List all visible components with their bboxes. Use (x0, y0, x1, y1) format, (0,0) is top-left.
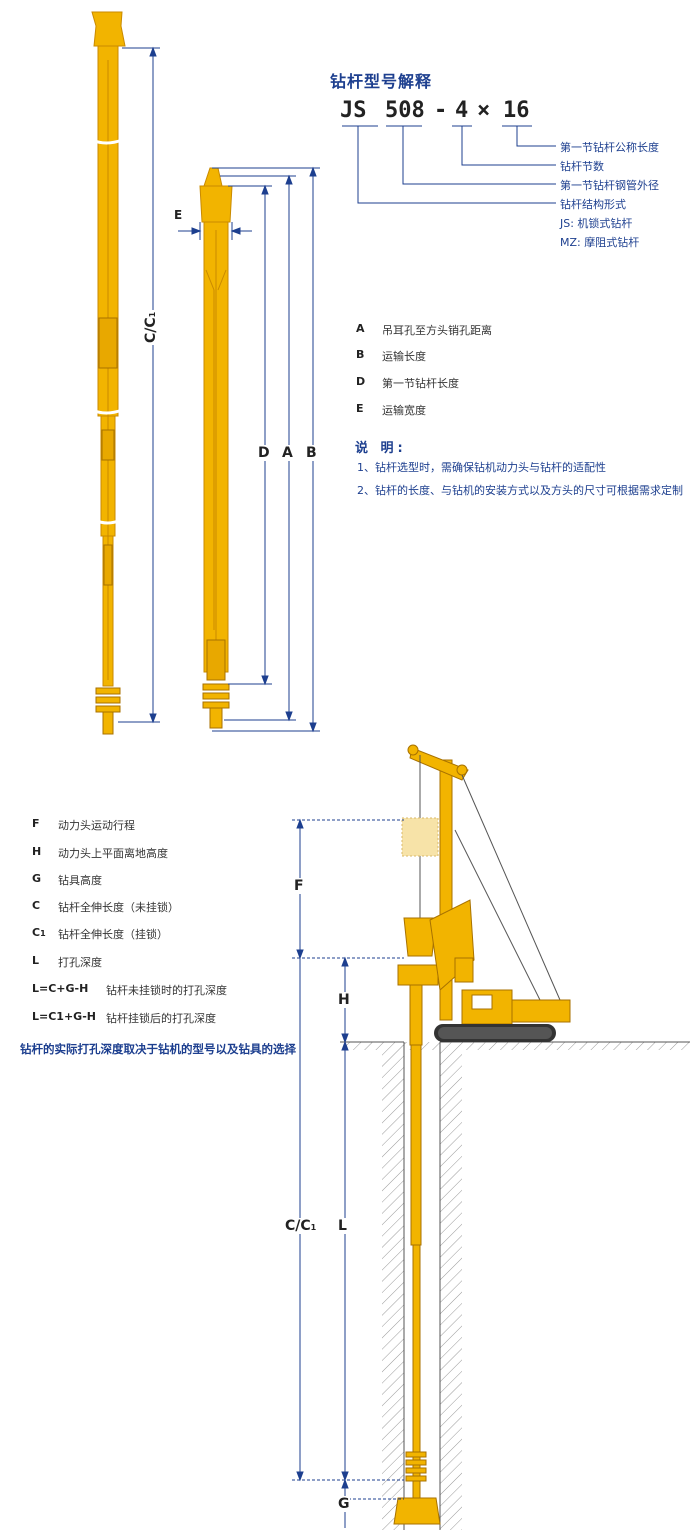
rod-key-e: E (356, 402, 364, 415)
note-2: 2、钻杆的长度、与钻机的安装方式以及方头的尺寸可根据需求定制 (357, 484, 683, 497)
label-a: A (282, 445, 293, 461)
rig-key-h: H (32, 845, 42, 858)
rig-key-c: C (32, 899, 41, 912)
model-legend-mz: MZ: 摩阻式钻杆 (560, 236, 640, 249)
rod-desc-e: 运输宽度 (382, 404, 426, 417)
label-l: L (338, 1218, 347, 1234)
label-h: H (338, 992, 350, 1008)
label-g: G (338, 1496, 350, 1512)
rig-desc-c: 钻杆全伸长度（未挂锁） (58, 901, 179, 914)
rig-desc-g: 钻具高度 (58, 874, 102, 887)
rod-desc-d: 第一节钻杆长度 (382, 377, 459, 390)
model-times: × (477, 98, 491, 123)
model-leaders (342, 125, 556, 204)
model-legend-js: JS: 机锁式钻杆 (560, 217, 633, 230)
model-legend-structure: 钻杆结构形式 (560, 198, 626, 211)
dim-d (228, 184, 272, 686)
rig-key-formula2: L=C1+G-H (32, 1010, 96, 1023)
model-prefix: JS (340, 98, 367, 123)
rig-desc-h: 动力头上平面离地高度 (58, 847, 168, 860)
model-legend-sections: 钻杆节数 (560, 160, 604, 173)
label-cc1-top: C/C1 (143, 309, 159, 345)
label-d: D (258, 445, 270, 461)
label-b: B (306, 445, 317, 461)
dim-f (292, 818, 404, 960)
model-title: 钻杆型号解释 (330, 72, 433, 91)
rod-desc-a: 吊耳孔至方头销孔距离 (382, 324, 492, 337)
rod-desc-b: 运输长度 (382, 350, 426, 363)
model-length: 16 (503, 98, 530, 123)
rod-key-a: A (356, 322, 365, 335)
extended-rod (91, 11, 126, 735)
note-1: 1、钻杆选型时，需确保钻机动力头与钻杆的适配性 (357, 461, 606, 474)
footnote: 钻杆的实际打孔深度取决于钻机的型号以及钻具的选择 (20, 1042, 296, 1056)
model-legend-diameter: 第一节钻杆钢管外径 (560, 179, 659, 192)
rig-key-c1: C1 (32, 926, 46, 939)
rig-key-formula1: L=C+G-H (32, 982, 89, 995)
model-legend-length: 第一节钻杆公称长度 (560, 141, 659, 154)
dim-cc1-top (118, 46, 160, 724)
label-e: E (174, 208, 183, 222)
rig-desc-c1: 钻杆全伸长度（挂锁） (58, 928, 168, 941)
model-diameter: 508 (385, 98, 425, 123)
label-f: F (294, 878, 304, 894)
label-cc1-bottom: C/C1 (285, 1218, 317, 1234)
rod-key-d: D (356, 375, 366, 388)
rig-desc-formula2: 钻杆挂锁后的打孔深度 (106, 1012, 216, 1025)
model-dash: - (434, 98, 448, 123)
notes-title: 说 明: (355, 441, 407, 456)
rig-key-l: L (32, 954, 40, 967)
rig-desc-formula1: 钻杆未挂锁时的打孔深度 (106, 984, 227, 997)
ground (340, 1041, 690, 1530)
rod-key-b: B (356, 348, 365, 361)
rig-key-f: F (32, 817, 40, 830)
rig-desc-f: 动力头运动行程 (58, 819, 135, 832)
drilling-rig (393, 744, 571, 1525)
dim-l (341, 1040, 349, 1482)
rig-desc-l: 打孔深度 (58, 956, 102, 969)
rig-key-g: G (32, 872, 42, 885)
retracted-rod (199, 167, 233, 729)
model-sections: 4 (455, 98, 469, 123)
dim-e (178, 222, 252, 240)
